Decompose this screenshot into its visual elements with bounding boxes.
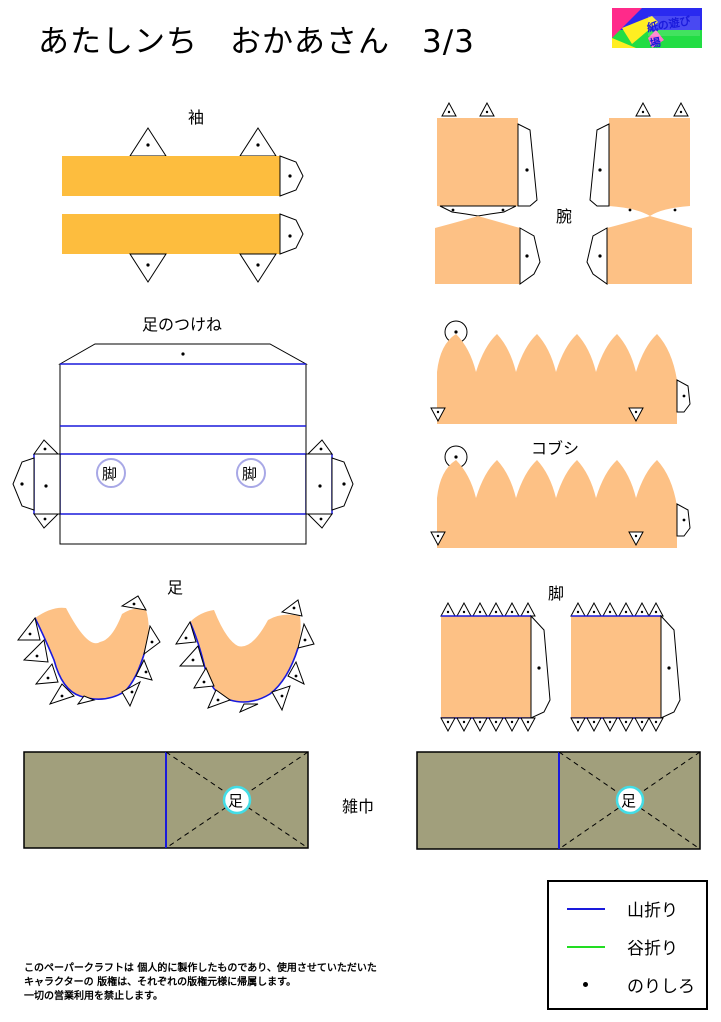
label-leg: 脚 (548, 584, 565, 603)
leg-piece-right (570, 602, 681, 732)
logo-graphic (612, 8, 702, 48)
note-line-1: このペーパークラフトは 個人的に製作したものであり、使用させていただいた (24, 963, 377, 974)
page-title: あたしンち おかあさん 3/3 (38, 24, 475, 60)
note-line-2: キャラクターの 版権は、それぞれの版権元様に帰属します。 (24, 977, 297, 988)
rag-piece-left (23, 751, 309, 849)
label-leg-base: 足のつけね (142, 315, 223, 334)
legend-valley-label: 谷折り (627, 939, 678, 959)
legend-glue: のりしろ (549, 970, 706, 1000)
marker-leg-left: 脚 (102, 465, 118, 483)
mountain-fold-line (567, 908, 605, 910)
marker-foot-right: 足 (621, 792, 637, 810)
foot-piece-left (16, 595, 161, 708)
foot-piece-right (175, 599, 315, 714)
valley-fold-line (567, 946, 605, 948)
sleeve-piece (62, 127, 304, 283)
legend-box: 山折り 谷折り のりしろ (547, 880, 708, 1010)
note-line-3: 一切の営業利用を禁止します。 (24, 991, 163, 1002)
fist-piece-bottom (430, 445, 691, 548)
glue-dot-icon (583, 982, 588, 987)
logo: 紙の遊び場 (612, 8, 702, 50)
arm-piece-left (435, 102, 541, 285)
legend-mountain: 山折り (549, 894, 706, 924)
label-arm: 腕 (556, 207, 573, 226)
copyright-note: このペーパークラフトは 個人的に製作したものであり、使用させていただいた キャラ… (24, 962, 377, 1004)
rag-piece-right (416, 751, 701, 850)
legend-valley: 谷折り (549, 932, 706, 962)
legend-glue-label: のりしろ (627, 977, 695, 997)
label-rag: 雑巾 (342, 797, 375, 816)
leg-base-piece (12, 343, 354, 545)
label-foot: 足 (167, 578, 184, 597)
label-fist: コブシ (531, 439, 580, 458)
fist-piece-top (430, 320, 691, 424)
marker-leg-right: 脚 (242, 465, 258, 483)
arm-piece-right (586, 102, 692, 285)
label-sleeve: 袖 (188, 108, 205, 127)
leg-piece-left (440, 602, 551, 732)
marker-foot-left: 足 (228, 792, 244, 810)
legend-mountain-label: 山折り (627, 901, 678, 921)
